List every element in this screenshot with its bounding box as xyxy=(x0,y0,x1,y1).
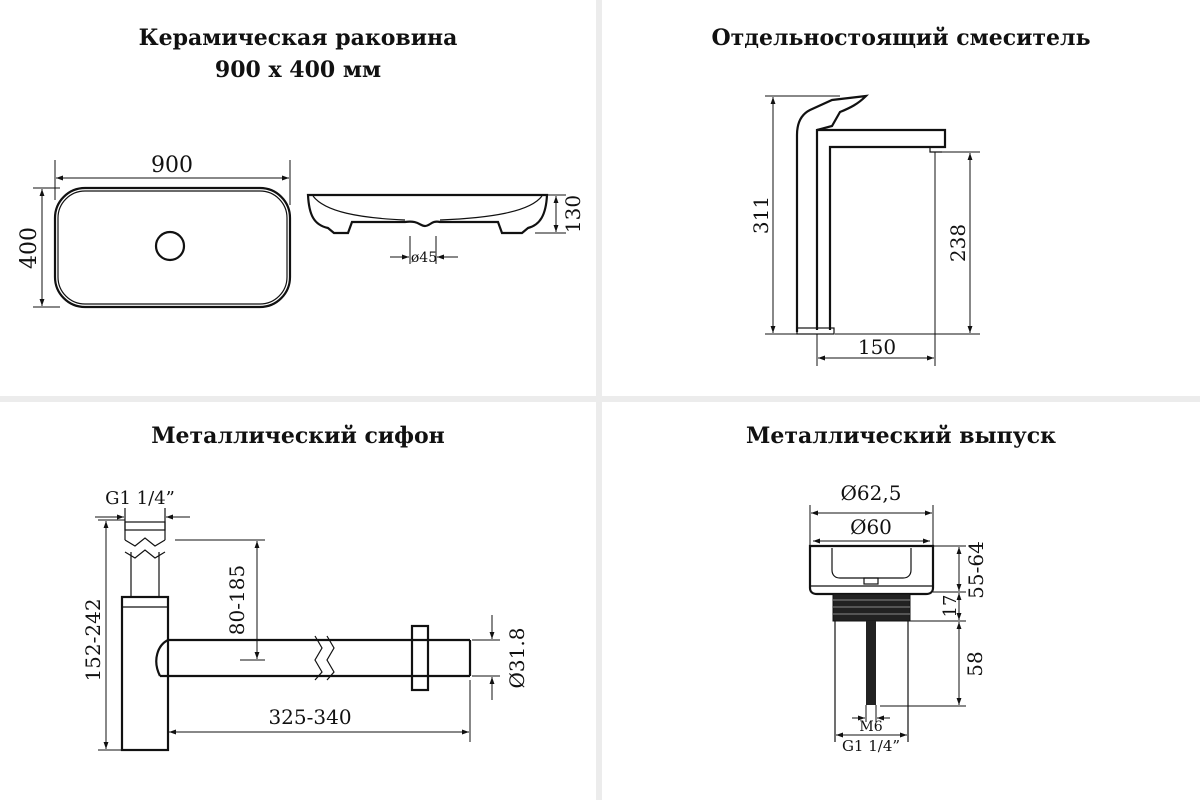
siphon-length-label: 325-340 xyxy=(268,705,351,729)
siphon-thread-label: G1 1/4” xyxy=(105,488,175,509)
sink-title-line1: Керамическая раковина xyxy=(138,25,458,51)
drain-drawing: Ø62,5 Ø60 M6 G1 1/4” 55-64 17 58 xyxy=(808,481,988,755)
sink-title: Керамическая раковина 900 х 400 мм xyxy=(0,22,596,86)
siphon-title: Металлический сифон xyxy=(151,423,445,449)
drain-cap-height-label: 55-64 xyxy=(964,541,988,599)
sink-drain-diameter-label: ø45 xyxy=(411,250,437,266)
sink-depth-label: 400 xyxy=(17,227,42,269)
faucet-drawing: 311 238 150 xyxy=(749,94,980,366)
sink-height-label: 130 xyxy=(561,195,585,233)
faucet-total-height-label: 311 xyxy=(749,196,773,234)
drain-inner-diameter-label: Ø60 xyxy=(850,515,892,539)
sink-panel: Керамическая раковина 900 х 400 мм xyxy=(0,0,596,396)
faucet-spout-height-label: 238 xyxy=(946,224,970,262)
sink-title-line2: 900 х 400 мм xyxy=(214,57,382,83)
faucet-spout-reach-label: 150 xyxy=(858,335,896,359)
siphon-outlet-height-label: 80-185 xyxy=(225,565,249,635)
drain-tail-length-label: 58 xyxy=(963,651,987,676)
drain-thread-height-label: 17 xyxy=(940,595,961,618)
drain-thread-label: G1 1/4” xyxy=(842,737,900,755)
faucet-panel: Отдельностоящий смеситель xyxy=(602,0,1200,396)
siphon-drawing: G1 1/4” 80-185 152-242 325-340 Ø31.8 xyxy=(81,488,529,752)
drain-title: Металлический выпуск xyxy=(745,423,1057,449)
faucet-title: Отдельностоящий смеситель xyxy=(711,25,1091,51)
sink-side-view: ø45 130 xyxy=(306,193,585,266)
siphon-height-label: 152-242 xyxy=(81,598,105,681)
drain-outer-diameter-label: Ø62,5 xyxy=(841,481,902,505)
siphon-diameter-label: Ø31.8 xyxy=(505,628,529,689)
sink-width-label: 900 xyxy=(151,153,193,178)
drain-bolt-label: M6 xyxy=(859,719,882,735)
sink-top-view: 900 400 xyxy=(17,153,292,309)
